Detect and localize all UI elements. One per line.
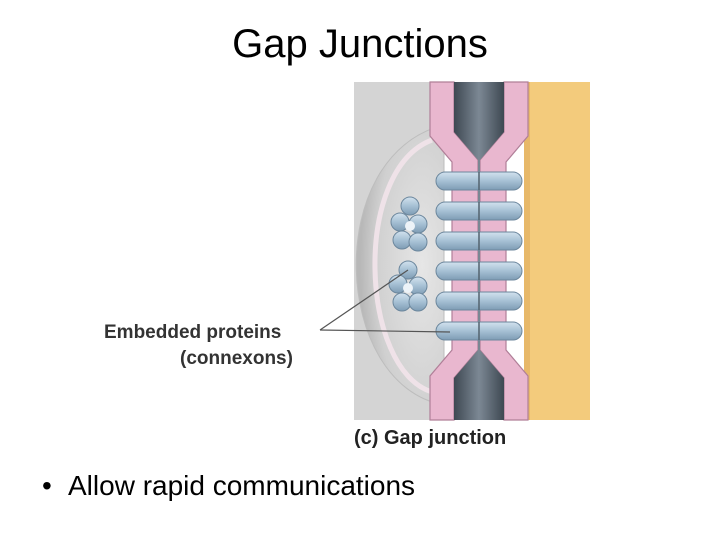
connexon-pair — [435, 261, 523, 281]
bullet-text: Allow rapid communications — [68, 470, 416, 501]
connexon-pair — [435, 291, 523, 311]
gap-junction-diagram: Embedded proteins (connexons) (c) Gap ju… — [104, 81, 590, 449]
connexon-rosette-lower — [388, 260, 428, 312]
connexon-pair — [435, 321, 523, 341]
callout-leader-line — [319, 269, 409, 331]
connexon-rosette-upper — [390, 196, 428, 252]
connexon-pairs — [435, 171, 523, 341]
callout-label-line2: (connexons) — [180, 348, 293, 369]
figure-caption: (c) Gap junction — [354, 427, 506, 449]
connexon-pair — [435, 231, 523, 251]
right-cell — [528, 82, 590, 420]
gap-junction-figure: Embedded proteins (connexons) (c) Gap ju… — [92, 80, 592, 452]
callout-leader-line — [319, 329, 451, 333]
intercellular-space — [454, 82, 504, 420]
callout-label-line1: Embedded proteins — [104, 322, 281, 343]
bullet-marker: • — [42, 470, 52, 501]
connexon-pair — [435, 201, 523, 221]
connexon-pair — [435, 171, 523, 191]
bullet-item: • Allow rapid communications — [42, 470, 415, 502]
slide-title: Gap Junctions — [232, 22, 488, 66]
